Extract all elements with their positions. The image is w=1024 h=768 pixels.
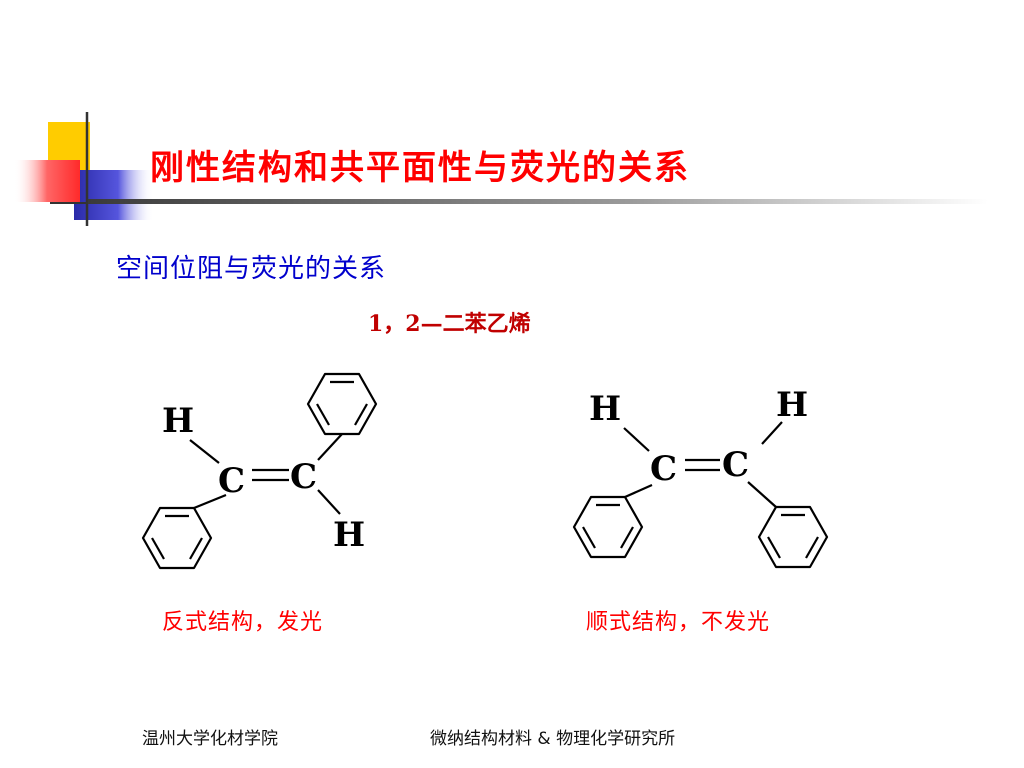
title-underline xyxy=(88,199,988,204)
footer-lab: 微纳结构材料 & 物理化学研究所 xyxy=(430,729,676,749)
footer-institution: 温州大学化材学院 xyxy=(142,729,278,749)
trans-phenyl-ring-lower xyxy=(141,506,213,570)
cis-c-left: C xyxy=(650,449,677,489)
cis-stilbene-structure xyxy=(572,421,829,569)
trans-c-right: C xyxy=(290,457,317,497)
deco-red-bar xyxy=(14,160,80,202)
title-decoration xyxy=(14,112,988,226)
cis-phenyl-ring-left xyxy=(572,495,644,559)
trans-caption: 反式结构，发光 xyxy=(162,610,324,635)
trans-h-bottom: H xyxy=(333,515,365,555)
cis-caption: 顺式结构，不发光 xyxy=(586,610,771,635)
trans-h-top: H xyxy=(162,401,194,441)
cis-c-right: C xyxy=(722,445,749,485)
cis-h-right: H xyxy=(776,385,808,425)
trans-stilbene-structure xyxy=(141,372,378,570)
stilbene-structures: H C C H H H C C xyxy=(141,372,829,570)
cis-h-left: H xyxy=(589,389,621,429)
trans-phenyl-ring-upper xyxy=(306,372,378,436)
compound-name: 1，2—二苯乙烯 xyxy=(368,311,531,337)
trans-c-left: C xyxy=(218,461,245,501)
page-title: 刚性结构和共平面性与荧光的关系 xyxy=(150,148,690,188)
section-subtitle: 空间位阻与荧光的关系 xyxy=(116,254,387,284)
